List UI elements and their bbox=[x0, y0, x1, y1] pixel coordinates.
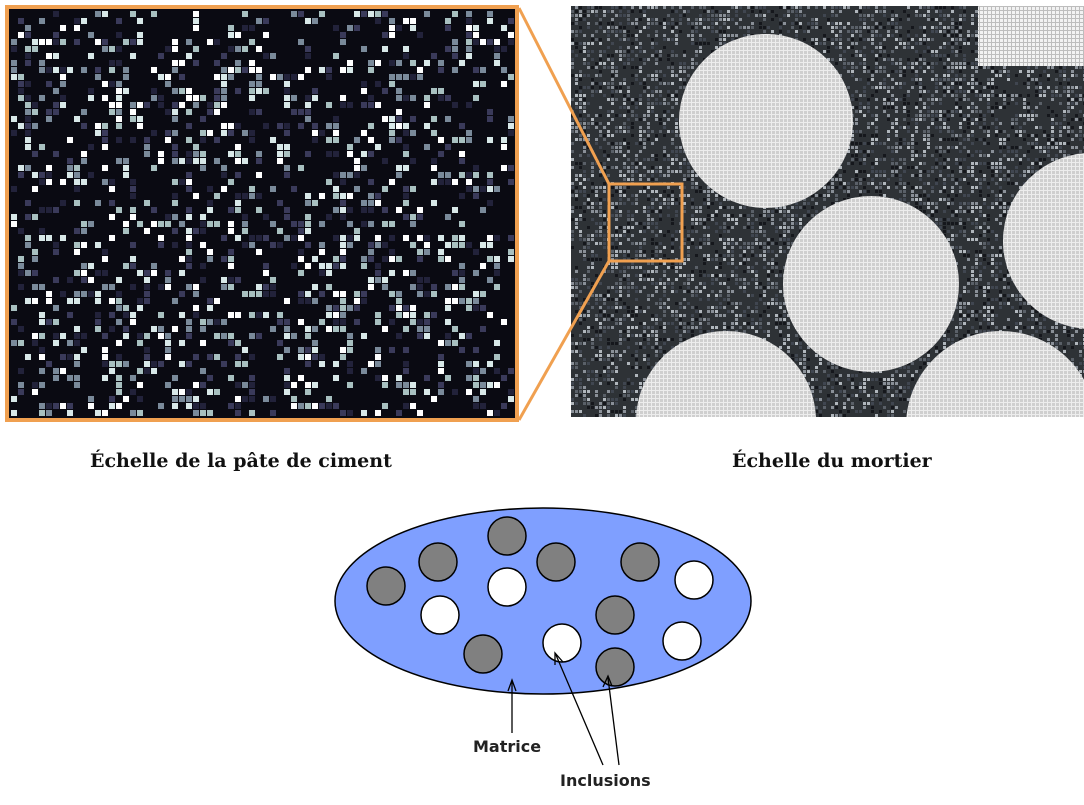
cement-paste-microstructure bbox=[5, 5, 519, 422]
gray-inclusion bbox=[595, 647, 635, 687]
mortar-microstructure bbox=[571, 6, 1084, 521]
zoom-highlight-box bbox=[607, 182, 684, 263]
gray-inclusion bbox=[463, 634, 503, 674]
inclusion-group bbox=[366, 516, 714, 687]
white-inclusion bbox=[420, 595, 460, 635]
mortar-corner-region bbox=[978, 6, 1084, 66]
inclusions-label: Inclusions bbox=[560, 771, 651, 790]
matrix-inclusions-schematic bbox=[334, 507, 752, 766]
mortar-scale-caption: Échelle du mortier bbox=[732, 450, 932, 472]
gray-inclusion bbox=[595, 595, 635, 635]
paste-pixel-grid bbox=[11, 11, 514, 416]
inclusion-arrowhead-gray bbox=[602, 674, 613, 688]
paste-highlight-frame bbox=[5, 5, 519, 422]
mortar-pixel-image bbox=[571, 6, 1084, 521]
cement-paste-pixel-image bbox=[5, 5, 519, 422]
gray-inclusion bbox=[366, 566, 406, 606]
aggregate-circle bbox=[1003, 153, 1084, 329]
gray-inclusion bbox=[418, 542, 458, 582]
white-inclusion bbox=[662, 621, 702, 661]
aggregate-circle bbox=[783, 196, 959, 372]
white-inclusion bbox=[674, 560, 714, 600]
matrix-arrowhead bbox=[507, 678, 517, 692]
cement-paste-scale-caption: Échelle de la pâte de ciment bbox=[90, 450, 392, 472]
inclusion-arrow-white bbox=[555, 654, 604, 766]
gray-inclusion bbox=[487, 516, 527, 556]
inclusion-arrowhead-white bbox=[554, 651, 564, 665]
white-inclusion bbox=[542, 623, 582, 663]
aggregate-circle bbox=[679, 34, 853, 208]
inclusion-arrow-gray bbox=[607, 677, 620, 766]
matrix-label: Matrice bbox=[473, 737, 542, 756]
gray-inclusion bbox=[620, 542, 660, 582]
gray-inclusion bbox=[536, 542, 576, 582]
white-inclusion bbox=[487, 567, 527, 607]
